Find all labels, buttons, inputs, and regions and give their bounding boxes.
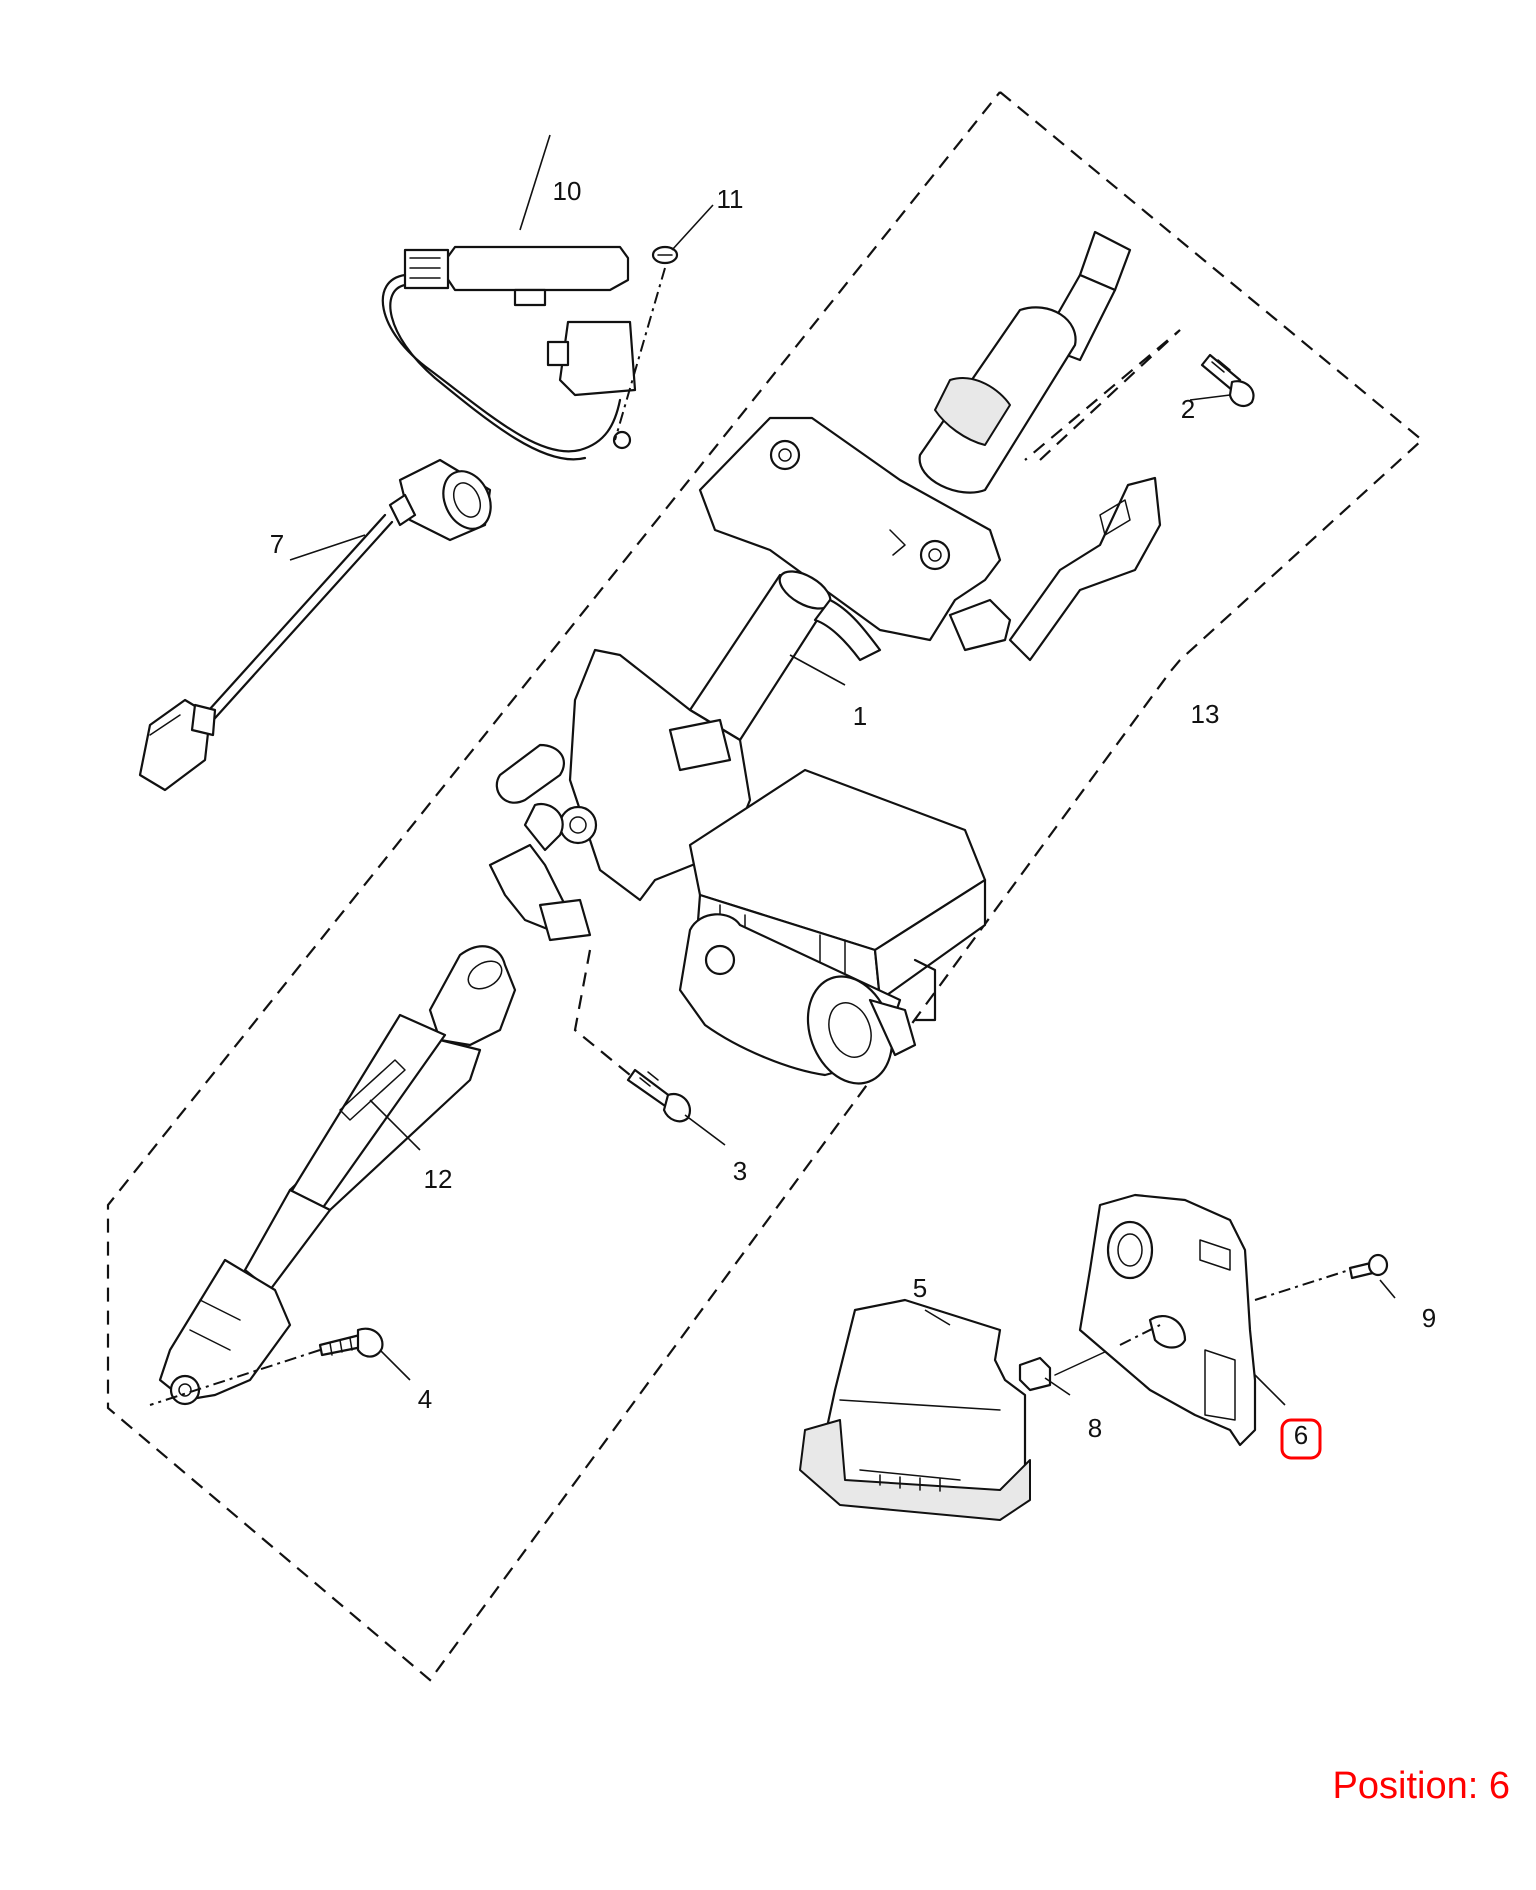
part-10-control-module[interactable] (381, 245, 637, 461)
callout-10: 10 (553, 176, 582, 206)
callout-4: 4 (418, 1384, 432, 1414)
callout-9: 9 (1422, 1303, 1436, 1333)
part-7-cable[interactable] (138, 458, 500, 792)
callout-11: 11 (717, 184, 744, 214)
callout-8: 8 (1088, 1413, 1102, 1443)
callout-7: 7 (270, 529, 284, 559)
callout-1: 1 (853, 701, 867, 731)
part-9-screw[interactable] (1348, 1253, 1389, 1280)
callout-6: 6 (1294, 1420, 1308, 1450)
callout-3: 3 (733, 1156, 747, 1186)
part-6-upper-shroud[interactable] (1078, 1193, 1366, 1447)
part-1-steering-column[interactable] (488, 230, 1162, 1095)
part-2-bolt[interactable] (1200, 353, 1255, 408)
callout-labels: 1 2 3 4 5 6 7 8 9 10 11 12 13 (270, 176, 1436, 1450)
assembly-13-dashed-boundary (106, 91, 1424, 1682)
position-label: Position: 6 (1332, 1765, 1510, 1807)
part-4-bolt[interactable] (149, 1327, 384, 1406)
part-5-lower-shroud[interactable] (799, 1298, 1031, 1521)
part-11-screw[interactable] (614, 245, 679, 441)
callout-13: 13 (1191, 699, 1220, 729)
leader-lines (289, 134, 1396, 1406)
part-12-intermediate-shaft[interactable] (158, 945, 517, 1406)
callout-2: 2 (1181, 394, 1195, 424)
callout-5: 5 (913, 1273, 927, 1303)
callout-12: 12 (424, 1164, 453, 1194)
highlight-box-callout-6 (1280, 1418, 1322, 1460)
part-3-bolt[interactable] (573, 949, 691, 1123)
